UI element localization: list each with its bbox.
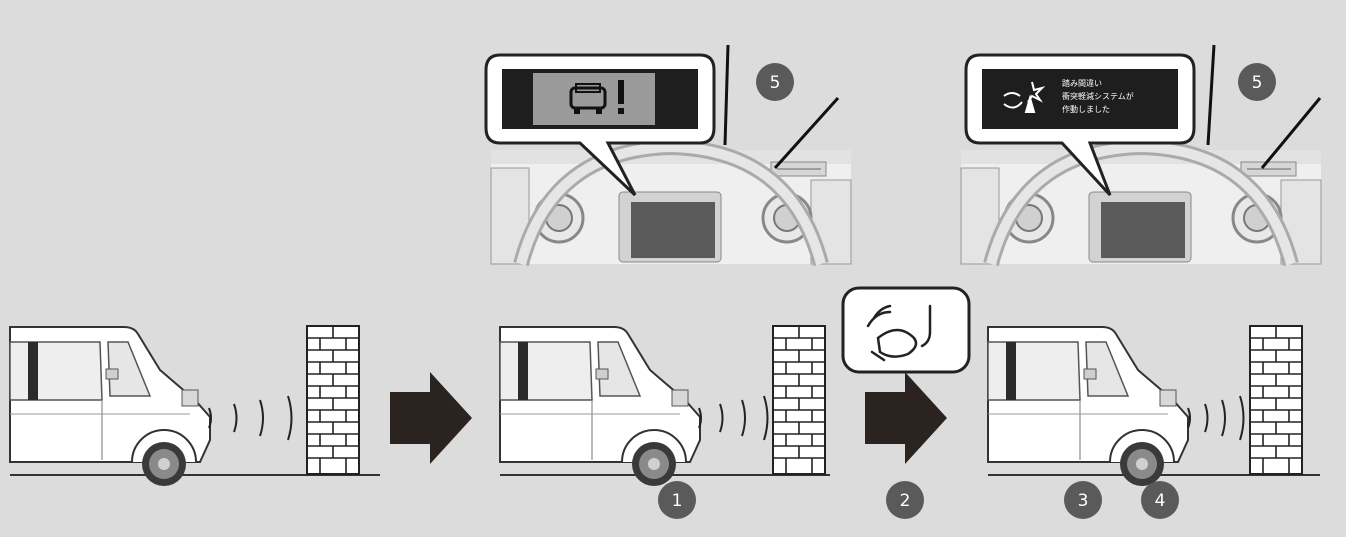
foot-pedal-icon	[866, 304, 932, 362]
dashboard-1	[491, 147, 851, 264]
pointer-line-3	[1206, 44, 1216, 146]
car-scene-3	[987, 326, 1189, 487]
svg-text:1: 1	[672, 491, 683, 511]
svg-text:5: 5	[1252, 73, 1263, 93]
svg-text:2: 2	[900, 491, 911, 511]
car-scene-1	[9, 326, 211, 487]
display-message-line1: 踏み間違い	[1062, 78, 1102, 88]
callout-bubble-2: 踏み間違い 衝突軽減システムが 作動しました	[964, 53, 1196, 197]
brick-wall-3	[1249, 325, 1303, 475]
pointer-line-4	[1260, 97, 1322, 169]
step-badge-5b: 5	[1238, 63, 1276, 101]
step-badge-3: 3	[1064, 481, 1102, 519]
sensor-waves-2	[698, 395, 769, 441]
dashboard-2	[961, 147, 1321, 264]
svg-text:5: 5	[770, 73, 781, 93]
pedal-misapplication-icon	[1003, 81, 1046, 113]
car-scene-2	[499, 326, 701, 487]
arrow-right-1	[390, 372, 472, 464]
sensor-waves-1	[208, 395, 293, 441]
pointer-line-2	[773, 96, 840, 170]
display-message-line2: 衝突軽減システムが	[1062, 91, 1134, 101]
step-badge-4: 4	[1141, 481, 1179, 519]
step-badge-1: 1	[658, 481, 696, 519]
pedal-bubble	[841, 286, 971, 374]
step-badge-2: 2	[886, 481, 924, 519]
pointer-line-1	[723, 44, 730, 146]
brick-wall-2	[772, 325, 826, 475]
brick-wall-1	[306, 325, 360, 475]
callout-bubble-1	[484, 53, 716, 197]
svg-text:3: 3	[1078, 491, 1089, 511]
arrow-right-2	[865, 372, 947, 464]
step-badge-5a: 5	[756, 63, 794, 101]
sensor-waves-3	[1187, 395, 1245, 441]
display-message-line3: 作動しました	[1062, 104, 1110, 114]
svg-text:4: 4	[1155, 491, 1166, 511]
car-warning-icon	[569, 80, 624, 114]
